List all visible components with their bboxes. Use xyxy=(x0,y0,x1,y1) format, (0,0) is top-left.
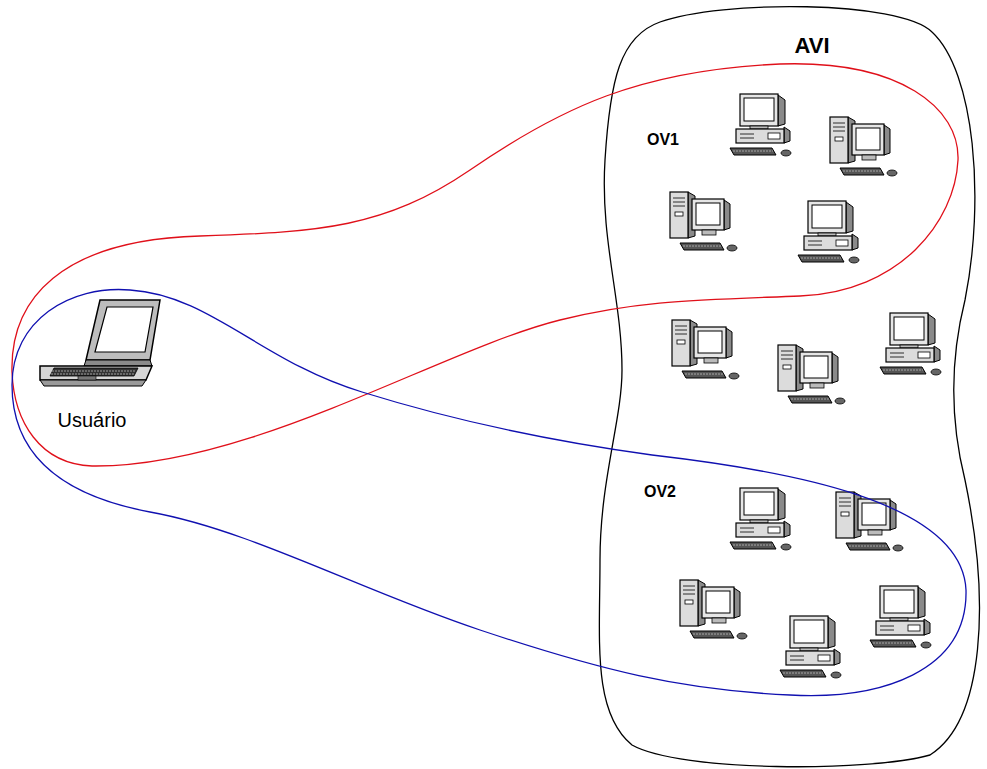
computers xyxy=(670,94,941,678)
region-shape xyxy=(590,0,987,769)
region-outline: AVI xyxy=(590,0,987,769)
user-label: Usuário xyxy=(58,409,127,432)
region-title: AVI xyxy=(794,33,829,59)
computer-icon xyxy=(880,313,941,375)
region-border xyxy=(12,64,958,466)
region-border xyxy=(12,290,966,696)
computer-icon xyxy=(730,94,791,156)
region-outline: OV1 xyxy=(0,50,975,475)
region-shape xyxy=(0,280,980,705)
computer-icon xyxy=(670,192,737,251)
region-title: OV1 xyxy=(647,131,679,149)
computer-icon xyxy=(836,492,903,551)
computer-icon xyxy=(730,488,791,550)
computer-icon xyxy=(780,616,841,678)
region-shape xyxy=(0,50,975,475)
region-title: OV2 xyxy=(644,483,676,501)
region-outline: OV2 xyxy=(0,280,980,705)
computer-icon xyxy=(680,580,747,639)
computer-icon xyxy=(830,117,897,176)
computer-icon xyxy=(778,345,845,404)
region-border xyxy=(599,7,979,767)
laptop-icon xyxy=(40,300,160,386)
computer-icon xyxy=(672,320,739,379)
computer-icon xyxy=(798,201,859,263)
computer-icon xyxy=(870,586,931,648)
